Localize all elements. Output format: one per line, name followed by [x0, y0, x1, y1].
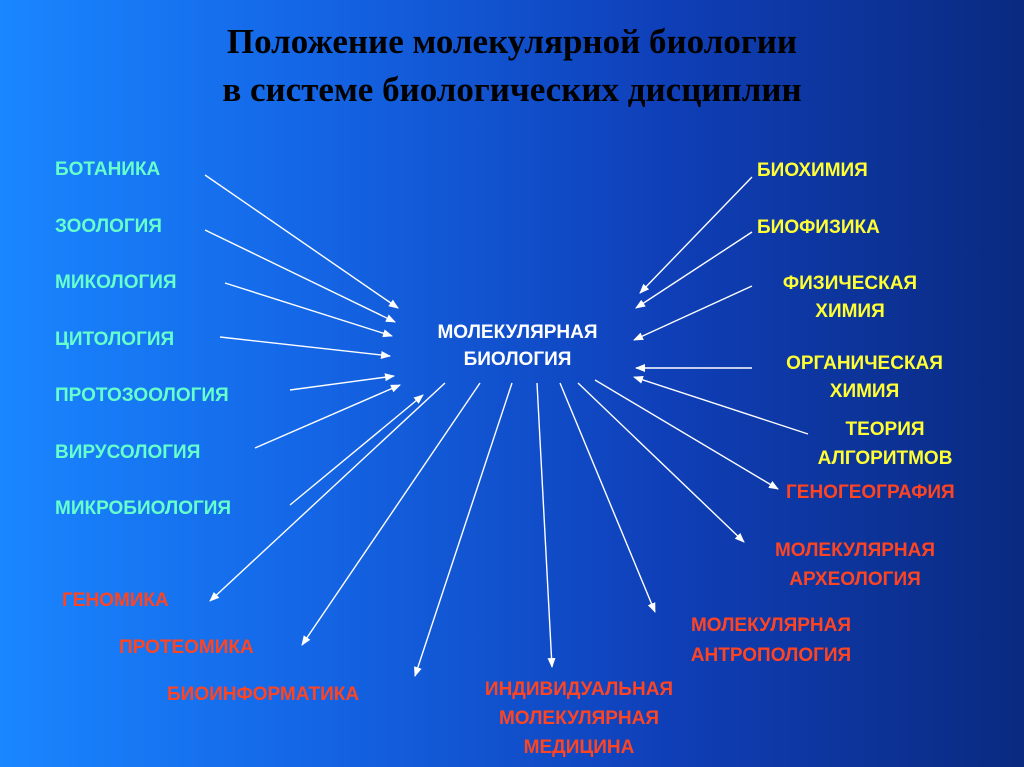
- arrow-genomics: [209, 382, 446, 602]
- arrow-mycology: [224, 282, 393, 338]
- label-archaeology-line-2: АРХЕОЛОГИЯ: [789, 569, 921, 590]
- label-anthropology-line-2: АНТРОПОЛОГИЯ: [690, 645, 852, 666]
- label-zoology: ЗООЛОГИЯ: [55, 216, 162, 237]
- label-medicine-line-1: ИНДИВИДУАЛЬНАЯ: [484, 679, 674, 700]
- arrow-bioinformatics: [414, 382, 513, 677]
- label-anthropology-line-1: МОЛЕКУЛЯРНАЯ: [690, 615, 852, 636]
- arrow-proteomics: [301, 382, 481, 646]
- label-organic-chemistry-line-2: ХИМИЯ: [829, 381, 900, 402]
- title-line-1: Положение молекулярной биологии: [226, 22, 798, 61]
- arrow-botany: [204, 174, 399, 309]
- arrow-microbiology: [289, 394, 424, 506]
- label-microbiology: МИКРОБИОЛОГИЯ: [55, 498, 232, 519]
- label-cytology: ЦИТОЛОГИЯ: [55, 329, 175, 350]
- label-biochemistry: БИОХИМИЯ: [757, 160, 868, 181]
- label-medicine-line-3: МЕДИЦИНА: [523, 737, 635, 758]
- arrow-biochemistry: [639, 176, 753, 294]
- label-proteomics: ПРОТЕОМИКА: [119, 637, 254, 658]
- arrow-protozoology: [289, 373, 395, 391]
- label-botany: БОТАНИКА: [55, 159, 161, 180]
- label-physical-chemistry-line-2: ХИМИЯ: [815, 301, 885, 322]
- label-algorithms-line-1: ТЕОРИЯ: [845, 419, 925, 440]
- arrow-anthropology: [559, 382, 656, 613]
- arrow-biophysics: [635, 231, 753, 309]
- label-archaeology-line-1: МОЛЕКУЛЯРНАЯ: [774, 540, 936, 561]
- label-protozoology: ПРОТОЗООЛОГИЯ: [55, 385, 229, 406]
- label-biophysics: БИОФИЗИКА: [757, 217, 880, 238]
- label-bioinformatics: БИОИНФОРМАТИКА: [167, 684, 360, 705]
- label-genogeography: ГЕНОГЕОГРАФИЯ: [786, 482, 955, 503]
- arrow-algorithms: [633, 376, 809, 435]
- arrow-zoology: [204, 229, 396, 323]
- label-genomics: ГЕНОМИКА: [62, 590, 169, 611]
- label-physical-chemistry-line-1: ФИЗИЧЕСКАЯ: [782, 273, 918, 294]
- arrow-medicine: [536, 382, 556, 668]
- label-organic-chemistry-line-1: ОРГАНИЧЕСКАЯ: [786, 353, 943, 374]
- arrow-physical-chemistry: [633, 285, 753, 341]
- title-line-2: в системе биологических дисциплин: [222, 70, 802, 109]
- arrow-genogeography: [594, 379, 779, 490]
- center-label-line-2: БИОЛОГИЯ: [463, 349, 572, 370]
- center-label-line-1: МОЛЕКУЛЯРНАЯ: [437, 322, 598, 343]
- label-algorithms-line-2: АЛГОРИТМОВ: [817, 448, 953, 469]
- arrow-cytology: [219, 336, 391, 359]
- label-medicine-line-2: МОЛЕКУЛЯРНАЯ: [498, 708, 660, 729]
- label-virology: ВИРУСОЛОГИЯ: [55, 442, 201, 463]
- arrow-virology: [254, 384, 401, 449]
- arrow-archaeology: [577, 382, 745, 543]
- label-mycology: МИКОЛОГИЯ: [55, 272, 177, 293]
